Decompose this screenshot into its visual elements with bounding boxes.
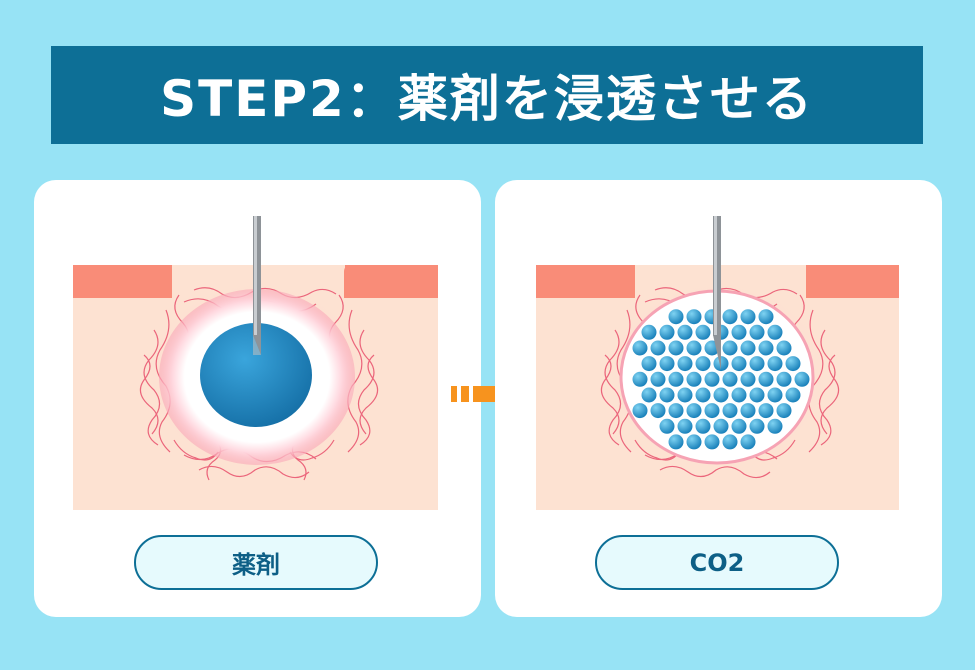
co2-bubble <box>749 356 765 372</box>
co2-bubble <box>731 324 747 340</box>
co2-bubble <box>677 387 693 403</box>
label-co2-text: CO2 <box>689 548 745 577</box>
co2-bubble <box>659 356 675 372</box>
co2-bubble <box>740 403 756 419</box>
title-banner: STEP2：薬剤を浸透させる <box>51 46 923 144</box>
needle-icon <box>713 216 721 370</box>
co2-bubble <box>650 371 666 387</box>
co2-bubble <box>641 387 657 403</box>
co2-bubble <box>767 418 783 434</box>
co2-bubble <box>659 324 675 340</box>
co2-bubble <box>704 434 720 450</box>
co2-bubble <box>659 387 675 403</box>
co2-bubble <box>677 418 693 434</box>
co2-bubble <box>722 340 738 356</box>
panel-co2: CO2 <box>495 180 942 617</box>
co2-bubble <box>758 371 774 387</box>
co2-bubbles-illustration <box>536 216 899 510</box>
co2-bubble <box>767 356 783 372</box>
co2-bubble <box>722 403 738 419</box>
label-drug: 薬剤 <box>134 535 378 590</box>
co2-bubble <box>704 403 720 419</box>
co2-bubble <box>650 403 666 419</box>
co2-bubble <box>758 403 774 419</box>
co2-bubble <box>650 340 666 356</box>
co2-bubble <box>632 403 648 419</box>
co2-bubble <box>686 371 702 387</box>
co2-bubble <box>758 340 774 356</box>
co2-bubble <box>749 324 765 340</box>
co2-bubble <box>776 371 792 387</box>
co2-bubble <box>722 309 738 325</box>
co2-bubble <box>785 387 801 403</box>
co2-bubble <box>632 371 648 387</box>
co2-bubble <box>794 371 810 387</box>
label-co2: CO2 <box>595 535 839 590</box>
co2-bubble <box>740 340 756 356</box>
drug-pool <box>200 323 312 427</box>
skin-surface-left <box>536 265 635 298</box>
co2-bubble <box>722 371 738 387</box>
page-title: STEP2：薬剤を浸透させる <box>160 70 814 128</box>
co2-bubble <box>695 324 711 340</box>
co2-bubble <box>722 434 738 450</box>
co2-bubble <box>785 356 801 372</box>
panel-drug: 薬剤 <box>34 180 481 617</box>
co2-bubble <box>740 371 756 387</box>
co2-bubble <box>668 340 684 356</box>
label-drug-text: 薬剤 <box>232 551 280 579</box>
co2-bubbles <box>632 309 810 450</box>
co2-bubble <box>749 387 765 403</box>
co2-bubble <box>686 309 702 325</box>
skin-surface-right <box>806 265 899 298</box>
co2-bubble <box>668 309 684 325</box>
co2-bubble <box>632 340 648 356</box>
co2-bubble <box>731 387 747 403</box>
co2-bubble <box>659 418 675 434</box>
co2-bubble <box>668 434 684 450</box>
co2-bubble <box>767 324 783 340</box>
co2-bubble <box>695 356 711 372</box>
co2-bubble <box>740 434 756 450</box>
co2-bubble <box>713 387 729 403</box>
co2-bubble <box>776 340 792 356</box>
co2-bubble <box>641 356 657 372</box>
co2-bubble <box>686 403 702 419</box>
drug-pool-illustration <box>73 216 438 510</box>
co2-bubble <box>749 418 765 434</box>
co2-bubble <box>686 340 702 356</box>
co2-bubble <box>668 403 684 419</box>
co2-bubble <box>740 309 756 325</box>
co2-bubble <box>767 387 783 403</box>
co2-bubble <box>776 403 792 419</box>
co2-bubble <box>686 434 702 450</box>
co2-bubble <box>677 324 693 340</box>
needle-icon <box>253 216 261 355</box>
co2-bubble <box>695 418 711 434</box>
co2-bubble <box>641 324 657 340</box>
co2-bubble <box>713 418 729 434</box>
co2-bubble <box>731 418 747 434</box>
co2-bubble <box>695 387 711 403</box>
co2-bubble <box>704 371 720 387</box>
co2-bubble <box>731 356 747 372</box>
co2-bubble <box>677 356 693 372</box>
co2-bubble <box>668 371 684 387</box>
co2-bubble <box>758 309 774 325</box>
